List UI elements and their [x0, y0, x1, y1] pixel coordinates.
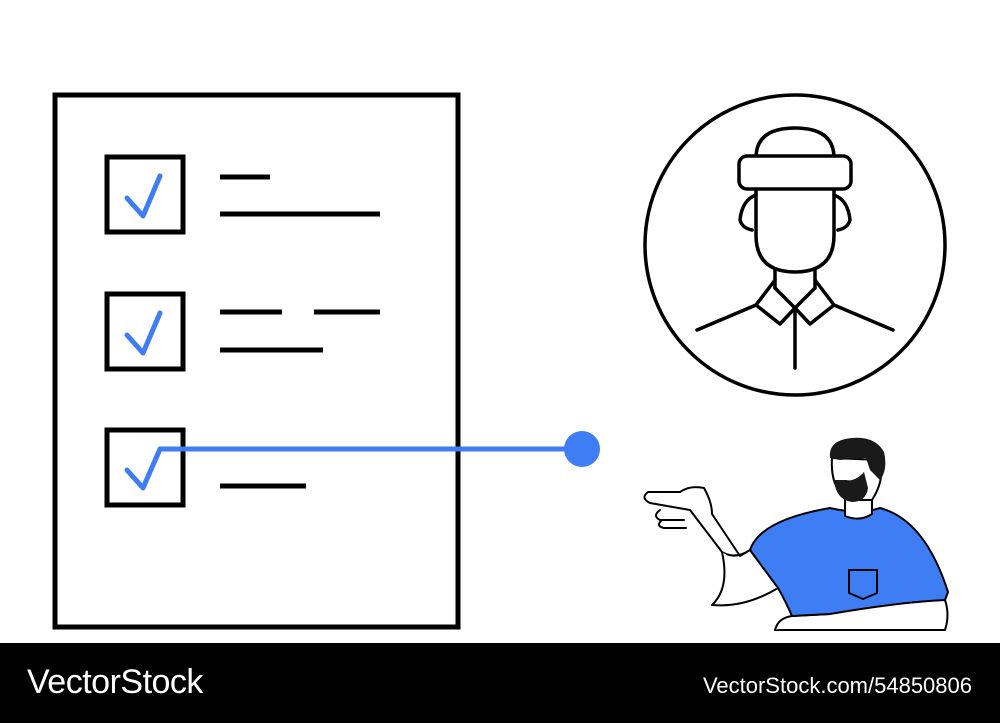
pointing-arm — [643, 486, 751, 557]
checkbox-checked-icon — [104, 154, 186, 235]
checkbox-checked-icon — [104, 291, 186, 372]
shirt-pocket — [848, 569, 878, 600]
hair — [829, 437, 886, 480]
connector-dot — [564, 431, 600, 467]
checkmark-icon — [124, 173, 163, 219]
checklist-item-3 — [104, 427, 306, 508]
checkbox-checked-icon — [104, 427, 186, 508]
footer-bar: VectorStock VectorStock.com/54850806 — [0, 643, 1000, 723]
checkmark-icon — [124, 446, 163, 491]
brand-logo[interactable]: VectorStock — [27, 663, 203, 701]
checklist-item-1 — [104, 154, 380, 235]
user-avatar-icon — [643, 93, 947, 397]
connector-line — [157, 431, 600, 467]
stock-id-link[interactable]: VectorStock.com/54850806 — [702, 673, 972, 698]
checklist-item-2 — [104, 291, 380, 372]
checkmark-icon — [124, 310, 163, 356]
beard — [834, 472, 868, 502]
shirt — [749, 507, 949, 617]
pointing-man — [643, 437, 949, 631]
desk-line — [774, 599, 949, 631]
